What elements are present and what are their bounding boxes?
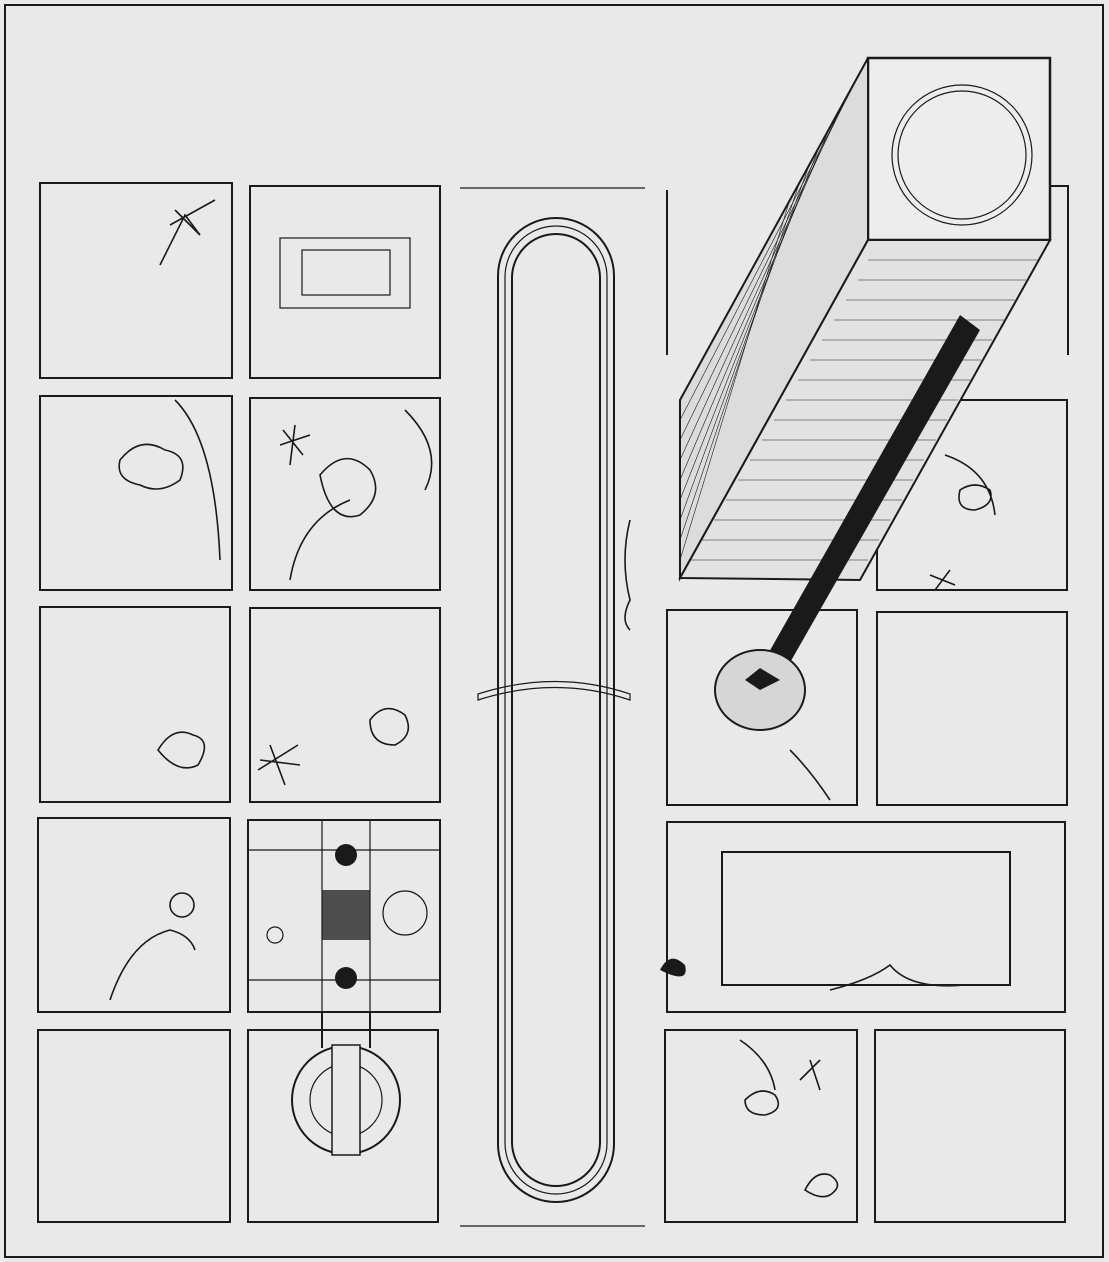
block — [39, 395, 233, 591]
block-edge — [1050, 185, 1069, 355]
pond-shape — [369, 707, 410, 746]
pond-shape — [118, 443, 184, 490]
roof-circle-inner — [897, 90, 1027, 220]
block — [664, 1029, 858, 1223]
tree-icon — [929, 569, 956, 591]
oval-track — [477, 217, 631, 1203]
path-curve — [109, 929, 196, 1001]
cylinder-top-slot — [745, 668, 780, 690]
rotunda-axis — [331, 1044, 361, 1156]
pond-shape — [319, 457, 377, 518]
block — [666, 609, 858, 806]
right-city-blocks — [460, 185, 1069, 1227]
block — [249, 185, 441, 379]
drawing-frame — [4, 4, 1104, 1258]
palace-plan — [247, 819, 441, 1156]
block — [876, 611, 1068, 806]
tree-icon — [799, 1059, 821, 1091]
small-building — [279, 237, 411, 309]
hedge-line — [829, 963, 966, 991]
tree-icon — [279, 424, 311, 466]
vegetation — [109, 199, 996, 1198]
building-courtyard — [301, 249, 391, 296]
block — [247, 1029, 439, 1223]
palace-outline — [247, 819, 441, 1013]
block — [249, 607, 441, 803]
block — [37, 1029, 231, 1223]
tower-shadow-slot — [760, 315, 980, 680]
path-curve — [789, 749, 831, 801]
garden-pond — [266, 926, 284, 944]
track-outer — [497, 217, 615, 1203]
roof-circle — [891, 84, 1033, 226]
track-inner — [511, 233, 601, 1187]
path-curve — [289, 409, 433, 581]
fountain — [335, 967, 357, 989]
central-hall — [322, 890, 370, 940]
path-curve — [624, 519, 631, 631]
tree-icon — [257, 744, 301, 786]
pond-shape — [739, 1039, 780, 1116]
block — [39, 606, 231, 803]
tree-icon — [159, 199, 216, 266]
large-block — [666, 821, 1066, 1013]
bridge — [477, 680, 631, 701]
tower-slab — [678, 56, 1052, 731]
track-middle — [504, 225, 608, 1195]
fountain — [335, 844, 357, 866]
facade-grid — [679, 72, 1038, 561]
pond-shape — [157, 731, 206, 769]
shrub-icon — [169, 892, 195, 918]
building-outline — [279, 237, 411, 309]
left-city-blocks — [37, 182, 441, 1223]
path-curve — [174, 399, 221, 561]
block — [37, 817, 231, 1013]
block — [874, 1029, 1066, 1223]
palace-wing — [321, 1012, 371, 1048]
tree-icon — [660, 958, 686, 977]
block — [249, 397, 441, 591]
block — [39, 182, 233, 379]
circular-garden — [382, 890, 428, 936]
path-curve — [944, 454, 996, 516]
large-building-outline — [721, 851, 1011, 986]
shrub-icon — [803, 1173, 839, 1198]
